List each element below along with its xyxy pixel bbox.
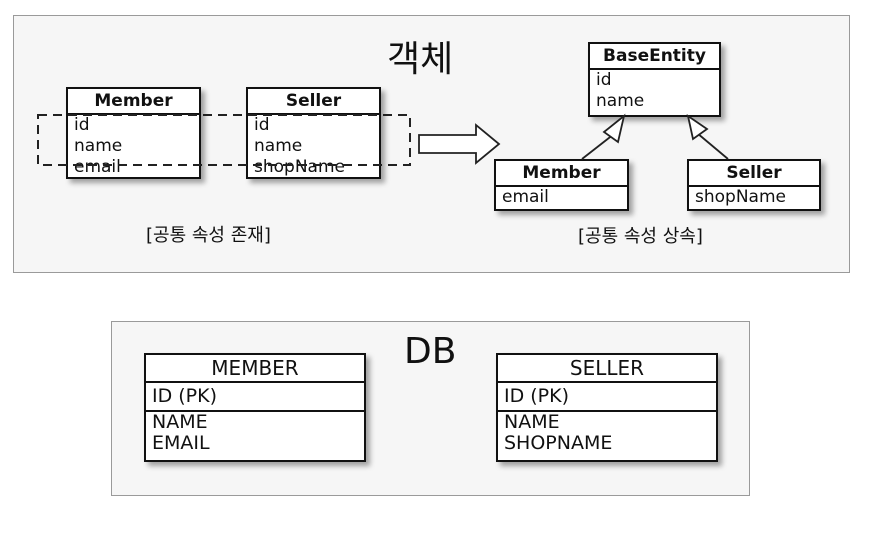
uml-class-seller-child: Seller shopName (687, 159, 821, 211)
uml-class-member-child: Member email (494, 159, 629, 211)
uml-class-name: Member (496, 161, 627, 187)
uml-field: id (254, 115, 270, 135)
uml-field: email (502, 187, 549, 207)
uml-class-name: BaseEntity (590, 44, 719, 70)
db-table-name: MEMBER (146, 355, 364, 383)
uml-field: id (596, 70, 612, 90)
left-caption: [공통 속성 존재] (146, 225, 271, 246)
common-attributes-dashed-box (37, 114, 411, 166)
db-column-section: NAME SHOPNAME (498, 410, 716, 454)
db-primary-key: ID (PK) (504, 385, 570, 407)
uml-field: id (74, 115, 90, 135)
uml-field: shopName (695, 187, 786, 207)
db-primary-key: ID (PK) (152, 385, 218, 407)
db-column-section: NAME EMAIL (146, 410, 364, 454)
db-column: NAME (152, 411, 208, 433)
transform-arrow-icon (418, 123, 501, 165)
inheritance-line-seller (686, 113, 729, 160)
db-column: NAME (504, 411, 560, 433)
db-column: SHOPNAME (504, 432, 613, 454)
uml-field: name (596, 91, 645, 111)
uml-class-member: Member id name email (66, 87, 201, 179)
uml-field: name (74, 136, 123, 156)
uml-class-name: Seller (689, 161, 819, 187)
db-table-name: SELLER (498, 355, 716, 383)
uml-class-baseentity: BaseEntity id name (588, 42, 721, 117)
inheritance-line-member (581, 113, 626, 160)
db-table-member: MEMBER ID (PK) NAME EMAIL (144, 353, 366, 462)
uml-class-seller: Seller id name shopName (246, 87, 381, 179)
uml-field: email (74, 157, 121, 177)
db-column: EMAIL (152, 432, 210, 454)
uml-field: shopName (254, 157, 345, 177)
uml-field: name (254, 136, 303, 156)
object-panel-title: 객체 (387, 39, 454, 80)
db-table-seller: SELLER ID (PK) NAME SHOPNAME (496, 353, 718, 462)
right-caption: [공통 속성 상속] (578, 226, 703, 247)
db-panel-title: DB (404, 331, 457, 372)
